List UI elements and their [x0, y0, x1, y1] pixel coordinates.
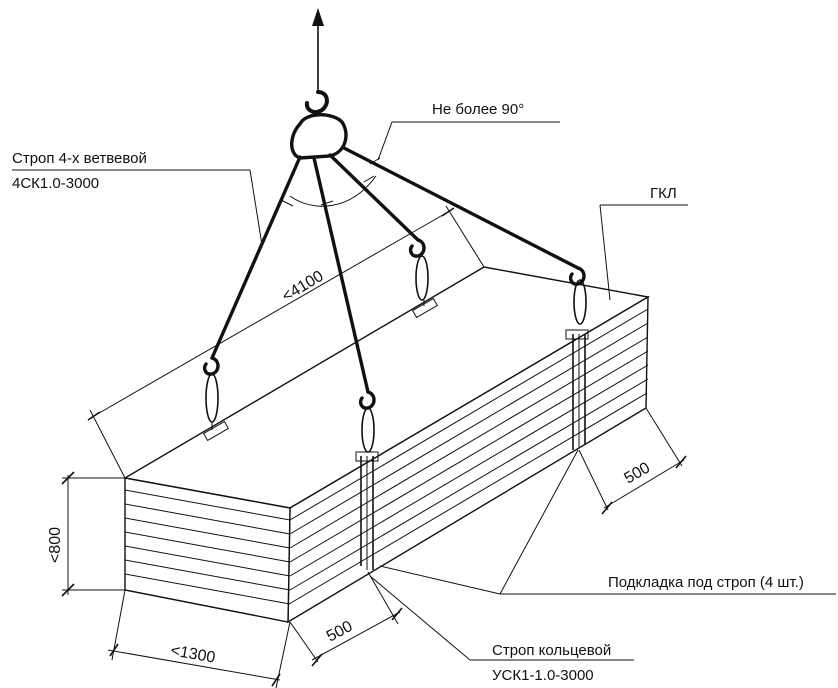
dim-height	[61, 471, 125, 597]
sling-hook-front-left-icon	[202, 356, 220, 430]
sling-hook-back-right-icon	[568, 266, 587, 325]
pad-back-left	[202, 420, 230, 442]
angle-arc	[289, 175, 377, 207]
label-sling-multi-2: 4СК1.0-3000	[12, 175, 99, 192]
dim-width-label: <1300	[169, 642, 216, 667]
pad-back-right	[411, 297, 439, 319]
dim-offset-right	[578, 407, 687, 515]
label-sling-ring-2: УСК1-1.0-3000	[492, 667, 594, 684]
sheet-lines-front	[124, 489, 291, 605]
dim-width	[107, 589, 291, 688]
gkl-stack	[123, 266, 650, 624]
label-angle: Не более 90°	[432, 101, 524, 118]
leader-gkl	[599, 204, 688, 301]
leader-sling-multi	[12, 169, 263, 246]
dim-height-label: <800	[47, 527, 64, 563]
ring-sling-right	[565, 329, 589, 450]
label-pad: Подкладка под строп (4 шт.)	[608, 574, 804, 591]
dim-offset-left	[289, 571, 403, 667]
sheet-lines-right	[288, 308, 649, 605]
leader-angle	[377, 121, 560, 161]
lift-arrow	[312, 8, 324, 92]
leader-pad	[379, 449, 836, 595]
dim-length	[87, 205, 485, 479]
stack-front-face	[124, 477, 291, 623]
dim-offset-left-label: 500	[324, 618, 356, 646]
ring-sling-front	[355, 451, 379, 570]
leader-sling-ring	[369, 575, 634, 661]
sling-legs	[210, 146, 580, 394]
sling-hook-front-center-icon	[358, 390, 376, 453]
crane-hook-icon	[290, 90, 348, 160]
dim-offset-right-label: 500	[622, 459, 654, 487]
sling-hook-back-center-icon	[408, 238, 429, 306]
label-sling-multi-1: Строп 4-х ветвевой	[12, 150, 147, 167]
label-sling-ring-1: Строп кольцевой	[492, 642, 611, 659]
label-gkl: ГКЛ	[650, 185, 677, 202]
